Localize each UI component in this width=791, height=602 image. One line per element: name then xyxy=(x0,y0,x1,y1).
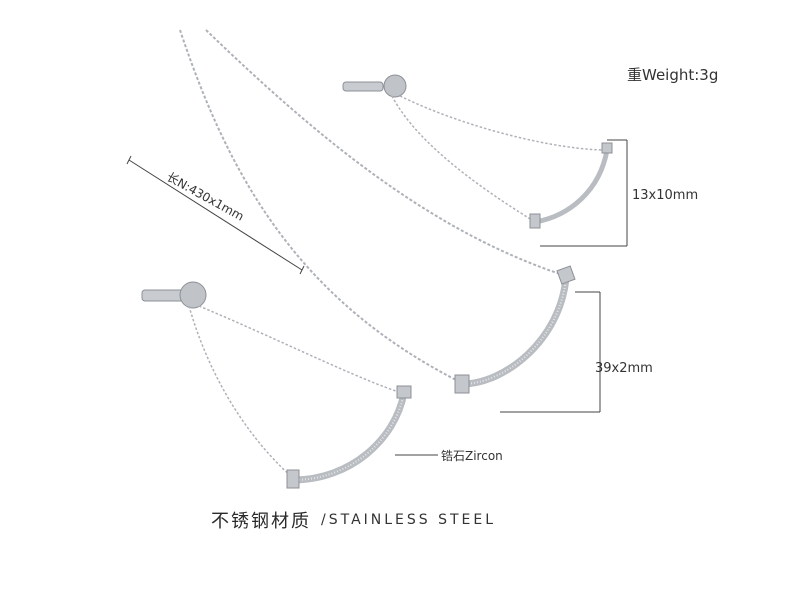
earring-top-post xyxy=(342,81,384,92)
earring-top-stud xyxy=(383,74,407,98)
earring-bottom xyxy=(141,281,412,489)
necklace-pendant-arc xyxy=(458,274,570,388)
material-cn-text: 不锈钢材质 xyxy=(211,511,311,532)
necklace xyxy=(179,29,576,394)
necklace-chain-left xyxy=(179,29,459,382)
material-caption: 不锈钢材质 /STAINLESS STEEL xyxy=(211,507,571,533)
earring-top xyxy=(342,74,613,229)
earring-bottom-chain-left xyxy=(188,305,294,479)
earring-bottom-stud xyxy=(179,281,207,309)
earring-top-chain-right xyxy=(399,95,607,151)
weight-label: 重Weight:3g xyxy=(627,66,719,84)
earring-top-arc xyxy=(532,147,610,225)
zircon-label: 锆石Zircon xyxy=(441,449,503,463)
earring-top-chain-left xyxy=(391,95,536,223)
necklace-chain-right xyxy=(205,29,561,275)
necklace-pendant-left-end xyxy=(454,374,470,394)
top-earring-size-label: 13x10mm xyxy=(632,188,699,203)
necklace-pendant-size-label: 39x2mm xyxy=(595,361,653,376)
dimension-lines xyxy=(126,139,628,456)
earring-bottom-chain-right xyxy=(198,305,403,394)
necklace-pendant-right-end xyxy=(556,265,576,285)
material-en-text: /STAINLESS STEEL xyxy=(321,512,497,528)
